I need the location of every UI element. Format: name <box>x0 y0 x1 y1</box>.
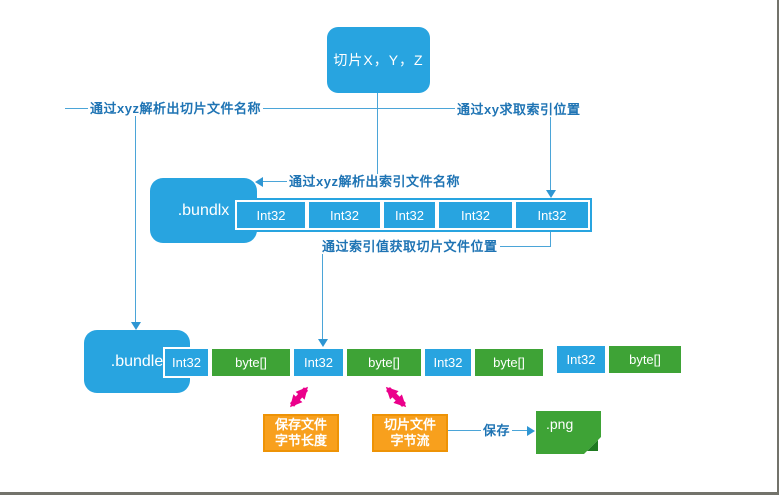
annotation-line: 切片文件 <box>383 417 436 432</box>
arrowhead-down-icon <box>131 322 141 330</box>
bundlx-cell: Int32 <box>307 200 382 230</box>
connector-line <box>550 108 551 192</box>
bundle-cell: Int32 <box>555 344 607 375</box>
bundle-cell: Int32 <box>163 347 210 378</box>
arrowhead-down-icon <box>546 190 556 198</box>
connector-line <box>377 93 378 178</box>
bundle-cell: byte[] <box>345 347 423 378</box>
label-get-index-pos: 通过xy求取索引位置 <box>455 102 583 117</box>
slice-xyz-node: 切片X，Y，Z <box>327 27 430 93</box>
bundle-cell: Int32 <box>423 347 473 378</box>
bundlx-cell: Int32 <box>382 200 437 230</box>
arrowhead-down-icon <box>318 339 328 347</box>
png-node: .png <box>536 411 601 454</box>
annotation-line: 字节长度 <box>274 433 327 448</box>
label-parse-slice-name: 通过xyz解析出切片文件名称 <box>88 101 263 116</box>
png-label: .png <box>546 416 574 432</box>
annotation-line: 字节流 <box>390 433 430 448</box>
label-parse-index-name: 通过xyz解析出索引文件名称 <box>287 174 462 189</box>
double-arrow-icon <box>385 386 407 408</box>
bundle-cell: byte[] <box>607 344 683 375</box>
folded-corner-icon <box>584 437 601 454</box>
connector-line <box>135 108 136 323</box>
annotation-slice-stream: 切片文件 字节流 <box>372 414 448 452</box>
bundlx-cell: Int32 <box>514 200 590 230</box>
bundlx-cell: Int32 <box>235 200 307 230</box>
label-get-slice-pos: 通过索引值获取切片文件位置 <box>320 239 500 254</box>
annotation-line: 保存文件 <box>274 417 327 432</box>
label-save: 保存 <box>481 423 513 438</box>
annotation-save-length: 保存文件 字节长度 <box>263 414 339 452</box>
arrowhead-left-icon <box>255 177 263 187</box>
connector-line <box>65 108 551 109</box>
connector-line <box>322 253 323 340</box>
double-arrow-icon <box>289 386 309 408</box>
bundlx-cell: Int32 <box>437 200 514 230</box>
bundle-cell: byte[] <box>473 347 545 378</box>
connector-line <box>462 246 551 247</box>
bundle-cell: byte[] <box>210 347 292 378</box>
connector-line <box>550 232 551 247</box>
bundle-cell: Int32 <box>292 347 345 378</box>
arrowhead-right-icon <box>527 426 535 436</box>
